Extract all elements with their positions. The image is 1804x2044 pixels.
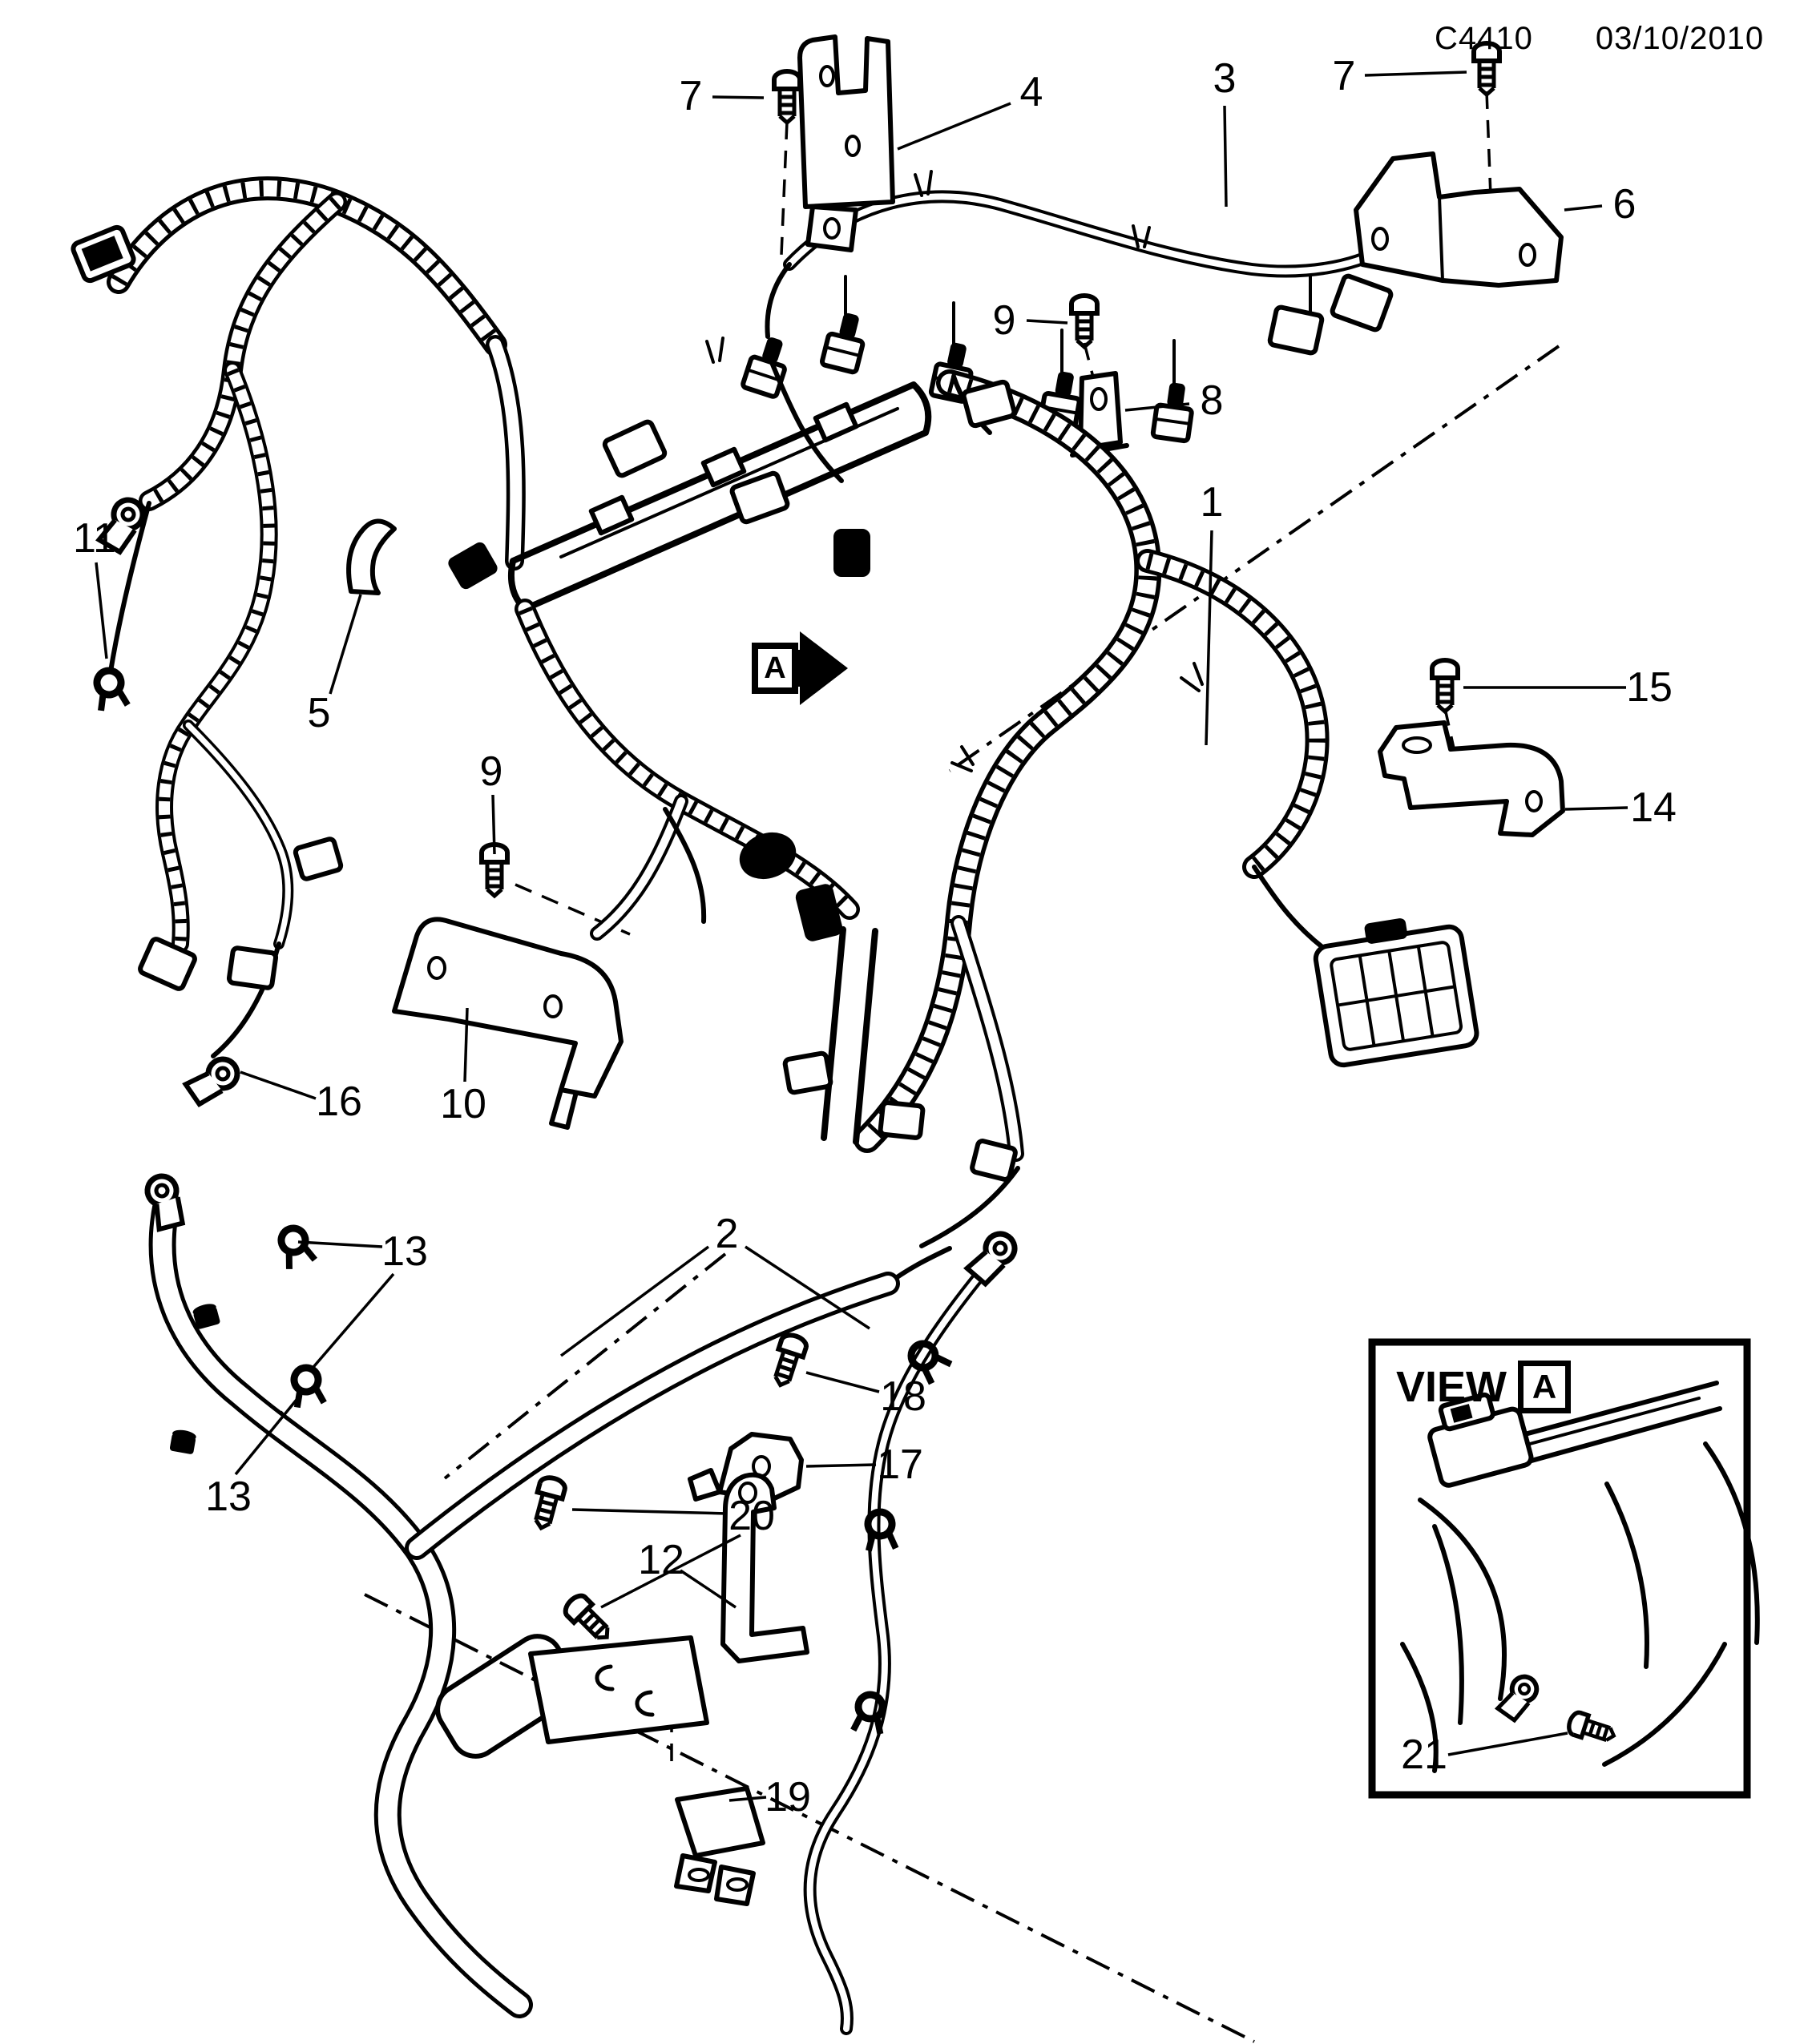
leader-line-19 xyxy=(728,1796,767,1802)
injector-harness xyxy=(742,170,1394,441)
leader-line-11 xyxy=(95,562,108,659)
bracket-4 xyxy=(797,34,895,252)
leader-line-3 xyxy=(1223,105,1228,208)
bracket-5 xyxy=(346,518,397,595)
leader-line-7 xyxy=(712,95,765,99)
leader-line-1 xyxy=(1205,530,1213,746)
clip-11 xyxy=(93,668,127,711)
callout-13: 13 xyxy=(205,1474,252,1520)
bolt-15 xyxy=(1432,660,1458,712)
callout-9: 9 xyxy=(480,748,503,795)
view-a-inset xyxy=(1368,1338,1760,1799)
callout-16: 16 xyxy=(316,1078,362,1125)
arrow-right-icon xyxy=(798,631,848,705)
callout-10: 10 xyxy=(440,1081,486,1127)
callout-9: 9 xyxy=(993,297,1016,344)
leader-line-7 xyxy=(1364,71,1467,77)
harness-top-left xyxy=(71,188,495,1112)
doc-date: 03/10/2010 xyxy=(1595,21,1765,56)
callout-5: 5 xyxy=(308,690,331,736)
callout-17: 17 xyxy=(877,1441,923,1488)
callout-14: 14 xyxy=(1630,784,1677,831)
leader-line-20 xyxy=(571,1508,728,1515)
bolt-20 xyxy=(529,1475,567,1531)
callout-8: 8 xyxy=(1201,377,1224,424)
leader-line-8 xyxy=(1124,402,1190,412)
leader-line-6 xyxy=(1564,204,1603,212)
bolt-near-12 xyxy=(562,1592,616,1647)
leader-line-2 xyxy=(559,1245,710,1357)
leader-line-2 xyxy=(745,1245,870,1330)
callout-19: 19 xyxy=(765,1774,811,1820)
bolt-7-left xyxy=(774,71,800,123)
leader-line-5 xyxy=(329,594,362,695)
marker-a-box: A xyxy=(752,643,798,694)
clip-13a xyxy=(276,1224,315,1269)
leader-line-16 xyxy=(240,1070,317,1100)
leader-line-10 xyxy=(463,1007,469,1082)
doc-code: C4410 xyxy=(1435,21,1533,56)
leader-line-9 xyxy=(1026,319,1068,325)
main-connector xyxy=(1313,918,1479,1068)
leader-line-9 xyxy=(491,794,496,855)
callout-7: 7 xyxy=(680,73,703,119)
header: C4410 03/10/2010 xyxy=(1435,21,1779,57)
leader-line-20 xyxy=(600,1534,741,1609)
callout-20: 20 xyxy=(728,1493,775,1539)
leader-line-17 xyxy=(805,1463,877,1468)
leader-line-13 xyxy=(308,1272,395,1373)
leader-line-4 xyxy=(897,102,1011,151)
bracket-10 xyxy=(392,917,624,1130)
bracket-19 xyxy=(674,1786,765,1906)
callout-13: 13 xyxy=(381,1228,428,1275)
callout-6: 6 xyxy=(1613,181,1637,228)
callout-21: 21 xyxy=(1401,1732,1447,1778)
bolt-9-top xyxy=(1072,296,1097,347)
bracket-plate-bottom xyxy=(528,1635,709,1744)
callout-18: 18 xyxy=(880,1373,926,1420)
leader-line-12 xyxy=(680,1569,737,1609)
callout-3: 3 xyxy=(1213,55,1237,102)
callout-7: 7 xyxy=(1333,53,1356,99)
bolt-18 xyxy=(769,1332,809,1389)
view-direction-marker: A xyxy=(752,631,848,705)
inset-title: VIEW A xyxy=(1396,1361,1572,1413)
bracket-14 xyxy=(1378,720,1565,837)
bracket-12 xyxy=(720,1472,809,1663)
leader-line-18 xyxy=(805,1371,880,1393)
leader-line-13 xyxy=(234,1394,301,1476)
callout-2: 2 xyxy=(716,1211,739,1257)
leader-line-14 xyxy=(1564,806,1628,811)
callout-4: 4 xyxy=(1020,69,1043,115)
bracket-6 xyxy=(1354,151,1564,288)
callout-1: 1 xyxy=(1201,479,1224,526)
leader-line-13 xyxy=(297,1240,383,1248)
inset-marker-box: A xyxy=(1518,1361,1572,1413)
callout-11: 11 xyxy=(73,515,116,562)
inset-title-text: VIEW xyxy=(1396,1363,1507,1411)
harness-center xyxy=(448,338,1479,1286)
callout-15: 15 xyxy=(1626,664,1673,711)
leader-line-21 xyxy=(1447,1732,1568,1756)
